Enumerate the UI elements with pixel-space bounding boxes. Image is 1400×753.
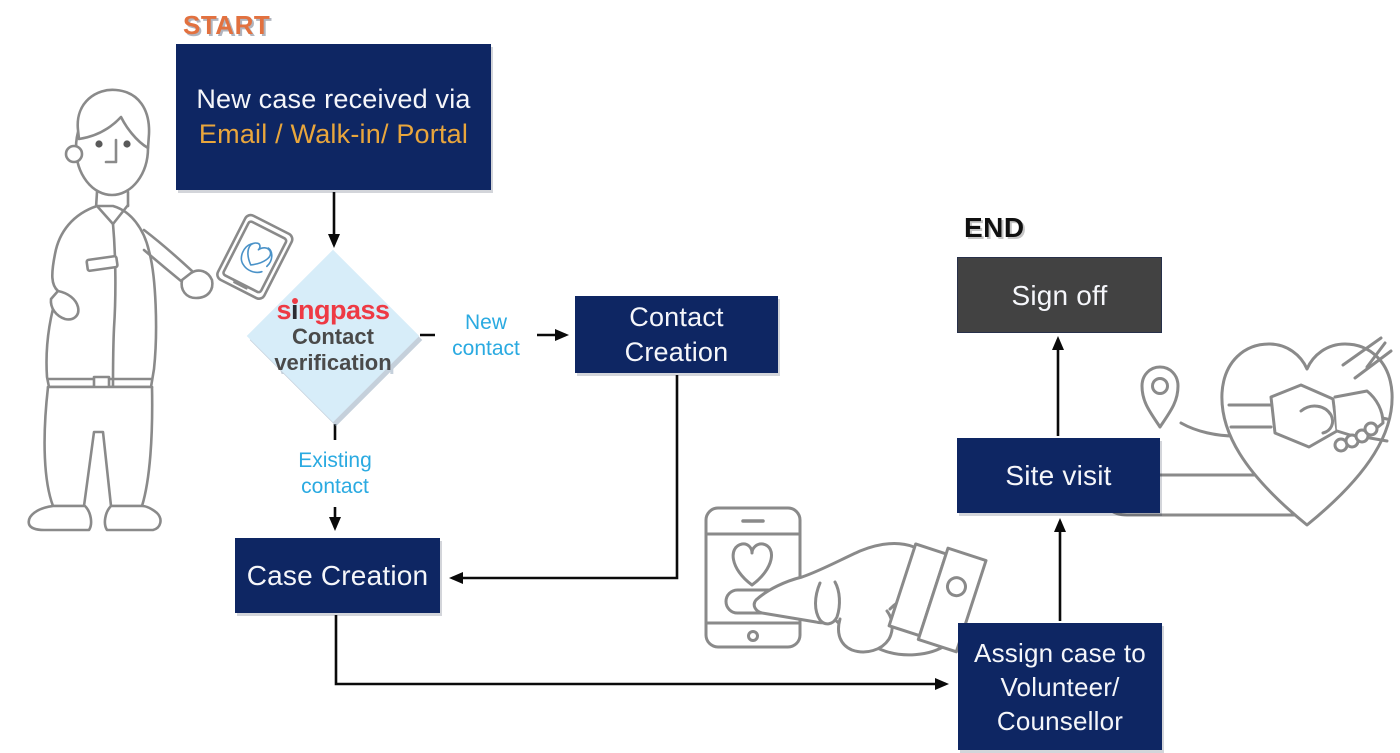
new-contact-line1: New xyxy=(464,310,507,334)
arrow-contact-creation-to-case-creation xyxy=(449,375,679,584)
phone-tap-hand-illustration xyxy=(690,487,990,668)
sign-off-label: Sign off xyxy=(1011,279,1108,311)
node-new-case: New case received via Email / Walk-in/ P… xyxy=(176,44,491,190)
branch-label-new-contact: New contact xyxy=(435,302,537,369)
assign-case-line2: Volunteer/ xyxy=(1000,671,1120,702)
heart-in-hands-sketch-icon xyxy=(240,242,273,274)
contact-creation-line1: Contact xyxy=(629,301,724,332)
singpass-logo: singpass xyxy=(276,295,390,325)
verification-line1: Contact xyxy=(292,324,374,349)
tablet-icon xyxy=(216,213,294,300)
verification-line2: verification xyxy=(274,350,392,375)
existing-contact-line1: Existing xyxy=(298,448,372,472)
new-case-line2: Email / Walk-in/ Portal xyxy=(198,119,469,149)
map-pin-icon xyxy=(1140,365,1180,429)
end-label: END xyxy=(964,212,1025,243)
node-contact-creation: Contact Creation xyxy=(575,296,778,373)
node-contact-verification-decision: singpass Contact verification xyxy=(246,249,420,423)
start-label: START xyxy=(183,10,271,40)
assign-case-line1: Assign case to xyxy=(974,637,1146,668)
branch-label-existing-contact: Existing contact xyxy=(245,440,425,507)
heart-handshake-icon xyxy=(1220,336,1394,527)
new-case-line1: New case received via xyxy=(196,84,471,114)
heart-on-screen-icon xyxy=(731,542,773,587)
site-visit-label: Site visit xyxy=(1005,460,1112,491)
existing-contact-line2: contact xyxy=(301,474,369,498)
case-creation-label: Case Creation xyxy=(246,560,429,591)
contact-creation-line2: Creation xyxy=(624,336,729,367)
new-contact-line2: contact xyxy=(452,336,520,360)
node-site-visit: Site visit xyxy=(957,438,1160,513)
cuff-icon xyxy=(887,542,988,654)
node-assign-case: Assign case to Volunteer/ Counsellor xyxy=(958,623,1162,750)
pointing-hand-icon xyxy=(752,542,988,657)
node-case-creation: Case Creation xyxy=(235,538,440,613)
assign-case-line3: Counsellor xyxy=(996,705,1124,736)
arrow-case-creation-to-assign xyxy=(334,615,949,690)
node-sign-off: Sign off xyxy=(957,257,1162,333)
